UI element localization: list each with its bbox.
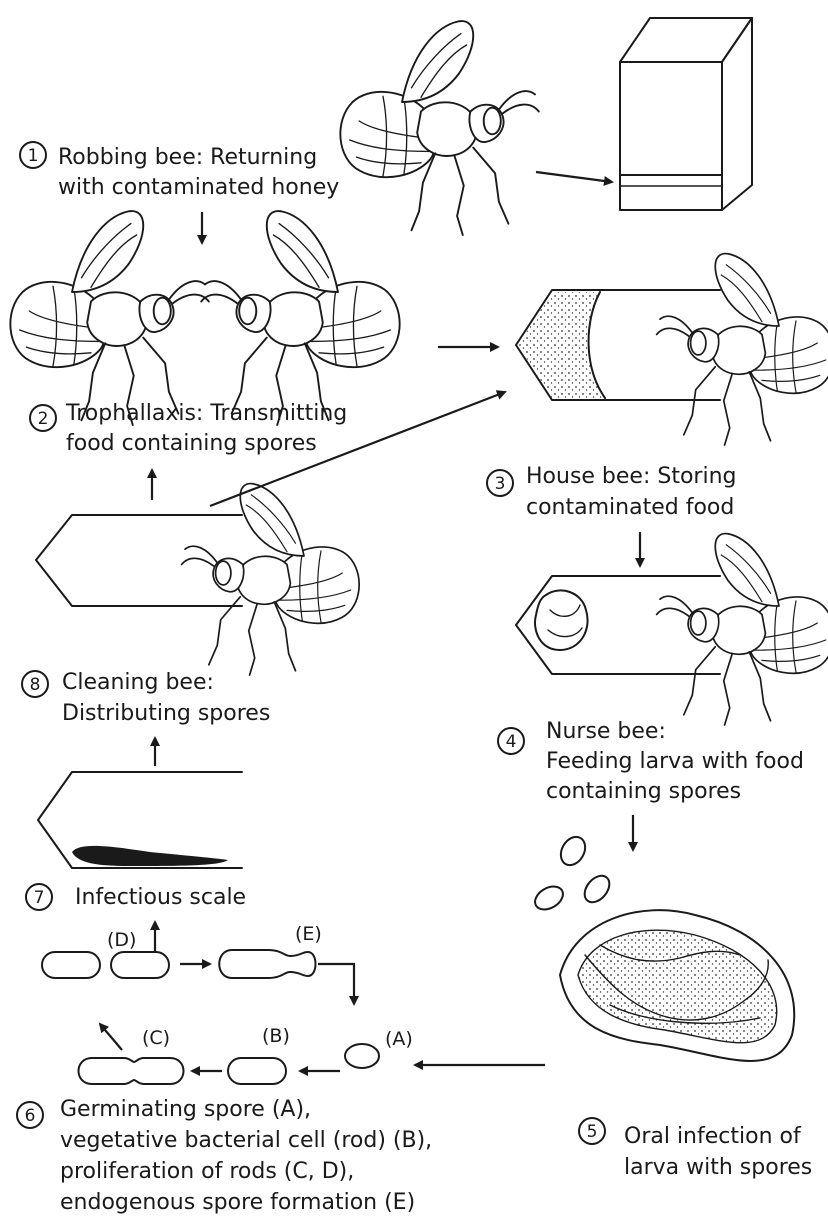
step-3-line1: House bee: Storing (526, 464, 737, 489)
infected-larva-illustration (560, 910, 794, 1061)
stage-c-label: (C) (142, 1027, 170, 1049)
rod-d-1 (42, 952, 100, 978)
stage-b-label: (B) (262, 1025, 290, 1047)
step-7-line1: Infectious scale (75, 885, 246, 910)
cleaning-cell-illustration (36, 484, 359, 675)
stage-a-label: (A) (385, 1028, 413, 1050)
step-3-line2: contaminated food (526, 495, 734, 520)
stage-d-label: (D) (107, 929, 136, 951)
step-4-line1: Nurse bee: (546, 719, 666, 744)
step-2-line2: food containing spores (66, 431, 317, 456)
step-6-label: 6 Germinating spore (A), vegetative bact… (17, 1097, 432, 1215)
step-5-number: 5 (587, 1122, 598, 1142)
step-2-line1: Trophallaxis: Transmitting (65, 401, 347, 426)
step-6-line3: proliferation of rods (C, D), (60, 1159, 354, 1184)
step-1-number: 1 (28, 146, 39, 166)
step-4-line2: Feeding larva with food (546, 749, 804, 774)
step-8-line1: Cleaning bee: (62, 670, 214, 695)
step-6-line1: Germinating spore (A), (60, 1097, 311, 1122)
robbing-bee-illustration (340, 21, 538, 235)
step-5-label: 5 Oral infection of larva with spores (579, 1118, 812, 1180)
spores-illustration (531, 833, 614, 915)
rod-c-dividing (79, 1058, 184, 1084)
step-1-line2: with contaminated honey (58, 175, 339, 200)
storage-cell-illustration (516, 254, 828, 445)
step-3-number: 3 (495, 474, 506, 494)
rod-b (228, 1058, 286, 1084)
step-8-label: 8 Cleaning bee: Distributing spores (22, 670, 270, 726)
arrow-e-to-a (318, 964, 354, 1004)
scale-cell-illustration (38, 772, 242, 868)
arrow-1-to-hive (536, 172, 612, 182)
step-8-number: 8 (30, 675, 41, 695)
trophallaxis-bees-illustration (10, 211, 399, 425)
step-1-label: 1 Robbing bee: Returning with contaminat… (20, 142, 339, 200)
step-7-label: 7 Infectious scale (26, 884, 246, 910)
step-8-line2: Distributing spores (62, 701, 270, 726)
step-5-line1: Oral infection of (624, 1124, 802, 1149)
step-4-number: 4 (506, 732, 517, 752)
step-6-number: 6 (25, 1106, 36, 1126)
infectious-scale (72, 846, 228, 866)
stage-e-label: (E) (295, 923, 322, 945)
step-2-label: 2 Trophallaxis: Transmitting food contai… (30, 401, 347, 456)
arrow-c-to-d (100, 1024, 122, 1050)
step-5-line2: larva with spores (624, 1155, 812, 1180)
step-4-label: 4 Nurse bee: Feeding larva with food con… (498, 719, 804, 804)
bacterial-cycle: (D) (E) (A) (B) (C) (42, 923, 413, 1084)
rod-d-2 (111, 952, 169, 978)
step-7-number: 7 (34, 888, 45, 908)
spore-a (345, 1044, 379, 1068)
step-6-line2: vegetative bacterial cell (rod) (B), (60, 1128, 432, 1153)
step-4-line3: containing spores (546, 779, 741, 804)
nurse-cell-illustration (516, 534, 828, 725)
step-6-line4: endogenous spore formation (E) (60, 1190, 415, 1215)
step-1-line1: Robbing bee: Returning (58, 145, 317, 170)
rod-e-sporulating (219, 950, 315, 978)
larva-in-cell (535, 590, 588, 650)
beehive-illustration (620, 18, 752, 210)
step-2-number: 2 (38, 409, 49, 429)
step-3-label: 3 House bee: Storing contaminated food (487, 464, 737, 520)
